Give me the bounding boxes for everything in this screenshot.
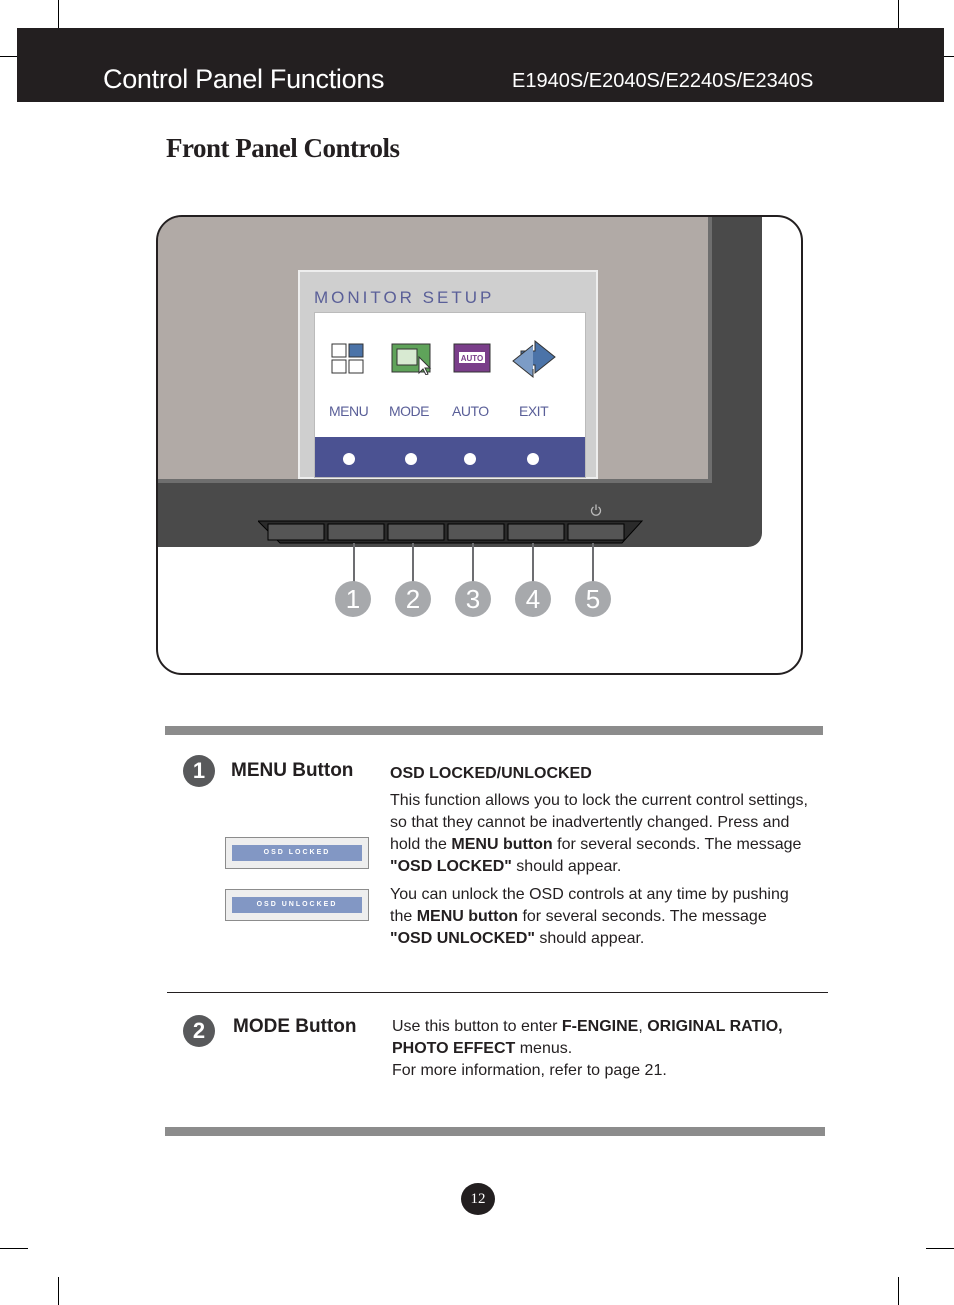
osd-label-auto: AUTO bbox=[452, 403, 489, 419]
exit-arrows-icon bbox=[512, 339, 556, 379]
front-button-5[interactable] bbox=[507, 523, 565, 541]
front-button-2[interactable] bbox=[327, 523, 385, 541]
divider-bottom bbox=[165, 1127, 825, 1136]
callout-4: 4 bbox=[515, 581, 551, 617]
front-button-4[interactable] bbox=[447, 523, 505, 541]
crop-mark bbox=[898, 0, 899, 28]
osd-dot bbox=[405, 453, 417, 465]
crop-mark bbox=[898, 1277, 899, 1305]
osd-button-bar bbox=[315, 437, 585, 477]
osd-dot bbox=[527, 453, 539, 465]
callout-leader bbox=[412, 543, 414, 583]
callout-3: 3 bbox=[455, 581, 491, 617]
osd-label-mode: MODE bbox=[389, 403, 430, 419]
osd-label-exit: EXIT bbox=[519, 403, 549, 419]
osd-lock-heading: OSD LOCKED/UNLOCKED bbox=[390, 765, 592, 782]
osd-unlocked-message: OSD UNLOCKED bbox=[225, 889, 369, 921]
crop-mark bbox=[0, 56, 17, 57]
osd-dot bbox=[343, 453, 355, 465]
osd-dot bbox=[464, 453, 476, 465]
power-icon bbox=[590, 504, 602, 516]
front-button-strip bbox=[258, 520, 644, 544]
monitor-screen: MONITOR SETUP bbox=[158, 217, 712, 483]
monitor-bezel: MONITOR SETUP bbox=[158, 217, 762, 547]
callout-leader bbox=[472, 543, 474, 583]
mode-picture-icon bbox=[391, 343, 432, 375]
mode-reference: For more information, refer to page 21. bbox=[392, 1062, 667, 1079]
osd-panel: AUTO MENU MODE AUTO EXIT bbox=[314, 312, 586, 478]
osd-locked-message: OSD LOCKED bbox=[225, 837, 369, 869]
mode-paragraph: Use this button to enter F-ENGINE, ORIGI… bbox=[392, 1018, 783, 1057]
crop-mark bbox=[944, 56, 954, 57]
crop-mark bbox=[0, 1248, 28, 1249]
divider-top bbox=[165, 726, 823, 735]
section-title: Front Panel Controls bbox=[166, 133, 400, 163]
header-models: E1940S/E2040S/E2240S/E2340S bbox=[512, 70, 814, 92]
osd-unlock-paragraph: You can unlock the OSD controls at any t… bbox=[390, 886, 789, 947]
crop-mark bbox=[58, 1277, 59, 1305]
front-button-1[interactable] bbox=[267, 523, 325, 541]
crop-mark bbox=[58, 0, 59, 28]
crop-mark bbox=[926, 1248, 954, 1249]
osd-window: MONITOR SETUP bbox=[298, 270, 598, 479]
callout-5: 5 bbox=[575, 581, 611, 617]
header-title: Control Panel Functions bbox=[103, 64, 385, 94]
page-number: 12 bbox=[461, 1183, 495, 1215]
mode-button-number: 2 bbox=[183, 1015, 215, 1047]
menu-button-number: 1 bbox=[183, 755, 215, 787]
osd-lock-paragraph: This function allows you to lock the cur… bbox=[390, 792, 808, 875]
auto-badge-text: AUTO bbox=[461, 354, 484, 363]
menu-grid-icon bbox=[331, 343, 364, 374]
front-panel-illustration: MONITOR SETUP bbox=[156, 215, 803, 675]
mode-button-title: MODE Button bbox=[233, 1016, 357, 1037]
divider-middle bbox=[167, 992, 828, 993]
auto-adjust-icon: AUTO bbox=[453, 343, 491, 373]
osd-title: MONITOR SETUP bbox=[314, 288, 495, 307]
callout-leader bbox=[353, 543, 355, 583]
osd-label-menu: MENU bbox=[329, 403, 369, 419]
front-button-power[interactable] bbox=[567, 523, 625, 541]
menu-button-title: MENU Button bbox=[231, 760, 354, 781]
front-button-3[interactable] bbox=[387, 523, 445, 541]
callout-leader bbox=[532, 543, 534, 583]
callout-2: 2 bbox=[395, 581, 431, 617]
page-header: Control Panel Functions E1940S/E2040S/E2… bbox=[17, 28, 944, 102]
callout-leader bbox=[592, 543, 594, 583]
callout-1: 1 bbox=[335, 581, 371, 617]
